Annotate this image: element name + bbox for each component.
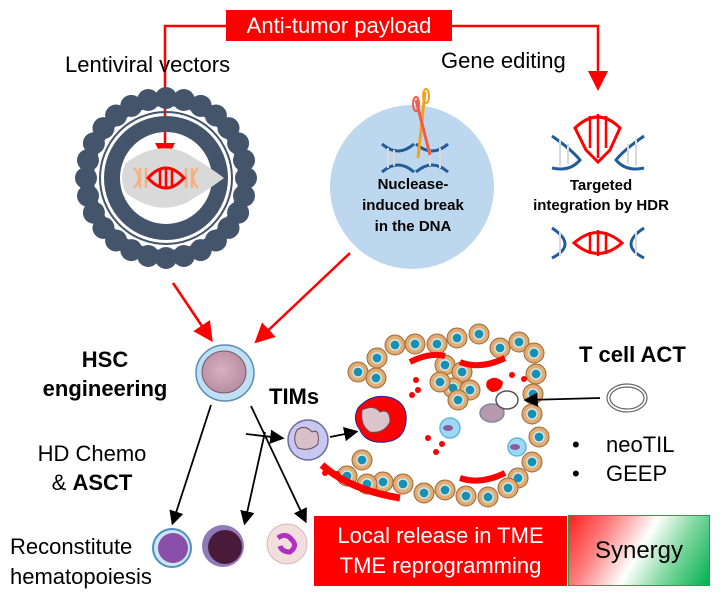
hdr-dna-top-icon (551, 114, 645, 171)
tumor-cell-icon (521, 451, 543, 473)
tumor-cell-icon (523, 342, 545, 364)
tumor-cell-icon (413, 482, 435, 504)
tumor-cell-icon (528, 426, 550, 448)
tumor-cell-icon (429, 371, 451, 393)
hd-chemo-asct-label: HD Chemo & ASCT (37, 441, 147, 495)
lentivirus-icon (75, 87, 257, 269)
anti-tumor-payload-banner: Anti-tumor payload (226, 10, 452, 41)
bullet-item: •neoTIL (572, 432, 675, 457)
synergy-box: Synergy (568, 515, 710, 586)
tcell-act-bullets: •neoTIL •GEEP (572, 430, 675, 488)
tumor-cell-icon (489, 337, 511, 359)
bullet-item: •GEEP (572, 461, 668, 486)
local-release-box: Local release in TME TME reprogramming (314, 516, 567, 586)
tumor-cell-icon (522, 383, 544, 405)
tumor-cell-icon (508, 331, 530, 353)
tumor-cell-icon (347, 361, 369, 383)
tumor-cell-icon (351, 449, 373, 471)
virus-spike (235, 167, 257, 189)
reconstitute-hematopoiesis-label: Reconstitute hematopoiesis (10, 534, 152, 589)
tims-label: TIMs (269, 384, 320, 409)
tumor-cell-icon (455, 485, 477, 507)
tumor-cell-icon (384, 334, 406, 356)
hsc-engineering-label: HSC engineering (42, 347, 168, 401)
tumor-cell-icon (392, 473, 414, 495)
hsc-cell-icon (195, 344, 255, 402)
erythroblast-icon (202, 525, 244, 567)
tumor-microenvironment (319, 323, 550, 508)
arrow-editing-to-hsc (254, 252, 351, 344)
virus-spike (75, 167, 97, 189)
payload-connector (155, 24, 608, 163)
targeted-integration-text: Targeted integration by HDR (533, 177, 669, 214)
tumor-cell-icon (426, 333, 448, 355)
arrow-tcell-into-tme (523, 392, 601, 407)
tcell-act-label: T cell ACT (579, 342, 686, 367)
tumor-cell-icon (404, 333, 426, 355)
virus-spike (155, 87, 177, 109)
tumor-cell-icon (477, 486, 499, 508)
gene-editing-label: Gene editing (441, 48, 566, 73)
tumor-cell-icon (497, 477, 519, 499)
tumor-cell-icon (434, 479, 456, 501)
tumor-cell-icon (521, 403, 543, 425)
tumor-cell-icon (366, 347, 388, 369)
lymphocyte-icon (152, 528, 192, 568)
tumor-cell-icon (447, 389, 469, 411)
arrow-tim-to-macrophage (329, 427, 359, 442)
arrow-lenti-to-hsc (171, 282, 213, 343)
lentiviral-vectors-label: Lentiviral vectors (65, 52, 231, 77)
dna-payload-icon (133, 166, 199, 190)
scissors-icon (412, 88, 432, 159)
tcell-icon (606, 383, 648, 413)
lineage-arrows (169, 404, 307, 526)
virus-spike (155, 247, 177, 269)
tim-cell-icon (287, 419, 329, 461)
tumor-cell-icon (446, 327, 468, 349)
tumor-cell-icon (365, 367, 387, 389)
nuclease-circle (330, 88, 494, 269)
nuclease-break-text: Nuclease- induced break in the DNA (362, 176, 464, 235)
tumor-cell-icon (525, 363, 547, 385)
hdr-dna-bottom-icon (551, 226, 645, 260)
neutrophil-icon (266, 523, 308, 565)
tumor-cell-icon (468, 323, 490, 345)
